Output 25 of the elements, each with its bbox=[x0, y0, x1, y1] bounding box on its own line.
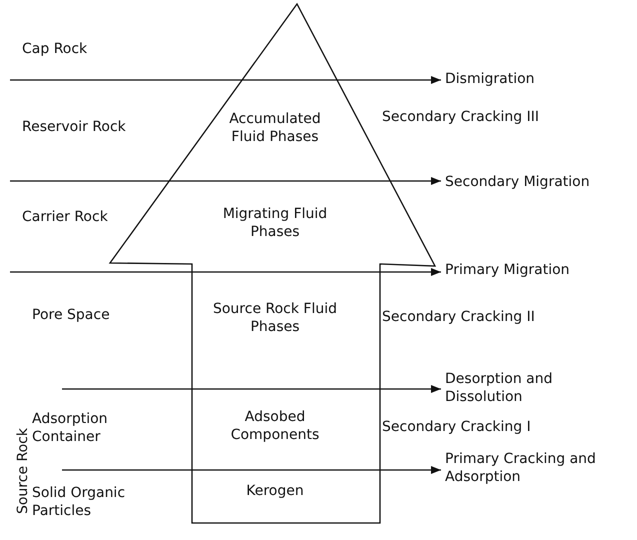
process-label: Primary Migration bbox=[445, 262, 570, 278]
fluid-phase-label: Accumulated Fluid Phases bbox=[228, 110, 322, 146]
process-label: Secondary Cracking II bbox=[382, 308, 536, 326]
vertical-group-label: Source Rock bbox=[14, 427, 32, 516]
process-label: Secondary Cracking I bbox=[382, 418, 532, 436]
process-label: Primary Cracking and Adsorption bbox=[445, 451, 596, 485]
layer-label: Solid Organic Particles bbox=[32, 484, 126, 520]
layer-label: Adsorption Container bbox=[32, 410, 109, 446]
process-label: Secondary Cracking III bbox=[382, 108, 540, 126]
process-label: Dismigration bbox=[445, 71, 535, 87]
layer-label: Pore Space bbox=[32, 306, 111, 324]
process-label: Secondary Migration bbox=[445, 174, 590, 190]
arrow bbox=[62, 466, 441, 474]
process-label: Desorption and Dissolution bbox=[445, 371, 553, 405]
layer-label: Carrier Rock bbox=[22, 208, 109, 226]
fluid-phase-label: Migrating Fluid Phases bbox=[222, 205, 328, 241]
fluid-phase-label: Adsobed Components bbox=[230, 408, 320, 444]
fluid-phase-label: Source Rock Fluid Phases bbox=[212, 300, 338, 336]
fluid-phase-label: Kerogen bbox=[245, 482, 305, 500]
layer-label: Cap Rock bbox=[22, 40, 88, 58]
arrow bbox=[10, 268, 441, 276]
arrow bbox=[10, 76, 441, 84]
layer-label: Reservoir Rock bbox=[22, 118, 127, 136]
arrow bbox=[62, 385, 441, 393]
arrow bbox=[10, 177, 441, 185]
